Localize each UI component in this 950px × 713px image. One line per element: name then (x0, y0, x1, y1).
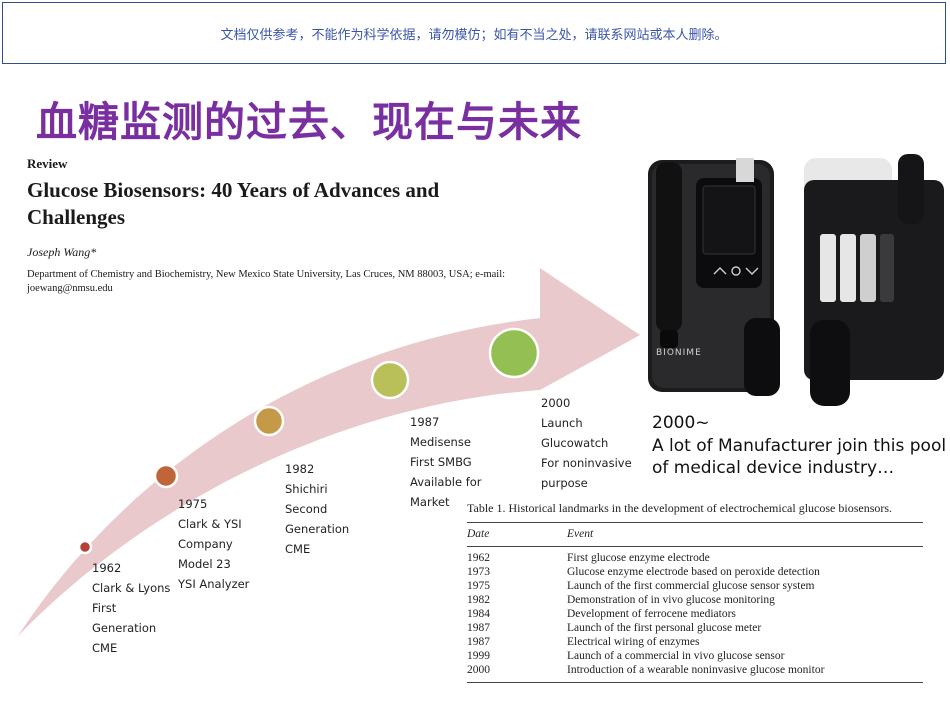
table-row: 1987 Launch of the first personal glucose… (467, 621, 923, 635)
row-event: Demonstration of in vivo glucose monitor… (567, 594, 775, 606)
device-brand: BIONIME (656, 348, 702, 358)
table-header: Date Event (467, 523, 923, 546)
row-date: 1987 (467, 636, 490, 648)
table-row: 1962 First glucose enzyme electrode (467, 551, 923, 565)
row-date: 1975 (467, 580, 490, 592)
disclaimer-text: 文档仅供参考，不能作为科学依据，请勿模仿；如有不当之处，请联系网站或本人删除。 (220, 27, 728, 43)
row-event: Launch of the first personal glucose met… (567, 622, 762, 634)
disclaimer-banner: 文档仅供参考，不能作为科学依据，请勿模仿；如有不当之处，请联系网站或本人删除。 (2, 2, 946, 64)
milestone-line: Second (285, 502, 328, 516)
milestone-line: CME (285, 542, 311, 556)
milestone-line: Generation (92, 621, 157, 635)
row-event: First glucose enzyme electrode (567, 552, 710, 564)
row-date: 1987 (467, 622, 490, 634)
table-caption: Table 1. Historical landmarks in the dev… (467, 501, 893, 515)
paper-affiliation: Department of Chemistry and Biochemistry… (27, 269, 506, 294)
milestone-line: purpose (541, 476, 588, 490)
milestone-year: 1982 (285, 462, 315, 476)
table-row: 1975 Launch of the first commercial gluco… (467, 579, 923, 593)
milestone-dot-1962 (77, 539, 93, 555)
milestone-line: Market (410, 495, 450, 509)
milestone-line: CME (92, 641, 118, 655)
slide-title: 血糖监测的过去、现在与未来 (36, 98, 582, 146)
row-event: Launch of the first commercial glucose s… (567, 580, 815, 592)
milestone-line: Shichiri (285, 482, 328, 496)
milestone-line: First SMBG (410, 455, 472, 469)
era-year: 2000~ (652, 413, 710, 433)
milestone-line: First (92, 601, 117, 615)
milestone-line: Generation (285, 522, 350, 536)
row-date: 1982 (467, 594, 490, 606)
row-event: Launch of a commercial in vivo glucose s… (567, 650, 785, 662)
milestone-line: Clark & YSI (178, 517, 242, 531)
milestone-line: Launch (541, 416, 583, 430)
milestone-line: Medisense (410, 435, 471, 449)
table-row: 1999 Launch of a commercial in vivo gluco… (467, 649, 923, 663)
row-event: Development of ferrocene mediators (567, 608, 736, 620)
milestone-line: For noninvasive (541, 456, 632, 470)
milestone-year: 2000 (541, 396, 571, 410)
row-date: 1999 (467, 650, 490, 662)
milestone-dot-1975 (153, 463, 179, 489)
milestone-year: 1987 (410, 415, 440, 429)
milestone-line: Available for (410, 475, 482, 489)
table-row: 2000 Introduction of a wearable noninvasi… (467, 663, 923, 677)
milestone-dot-2000 (488, 327, 540, 379)
landmarks-table: Table 1. Historical landmarks in the dev… (467, 501, 923, 683)
table-row: 1973 Glucose enzyme electrode based on pe… (467, 565, 923, 579)
paper-title: Glucose Biosensors: 40 Years of Advances… (27, 178, 440, 229)
milestone-line: Model 23 (178, 557, 231, 571)
era-note: 2000~ A lot of Manufacturer join this po… (652, 412, 947, 480)
row-date: 1984 (467, 608, 490, 620)
table-row: 1984 Development of ferrocene mediators (467, 607, 923, 621)
header-date: Date (467, 528, 490, 540)
milestone-line: Company (178, 537, 233, 551)
milestone-dots (77, 327, 540, 555)
row-date: 1962 (467, 552, 490, 564)
row-event: Glucose enzyme electrode based on peroxi… (567, 566, 820, 578)
table-row: 1987 Electrical wiring of enzymes (467, 635, 923, 649)
milestone-line: Glucowatch (541, 436, 609, 450)
row-event: Introduction of a wearable noninvasive g… (567, 664, 825, 676)
row-event: Electrical wiring of enzymes (567, 636, 700, 648)
milestone-year: 1962 (92, 561, 122, 575)
row-date: 1973 (467, 566, 490, 578)
milestone-line: YSI Analyzer (178, 577, 250, 591)
header-event: Event (567, 528, 594, 540)
era-description: A lot of Manufacturer join this pool of … (652, 435, 947, 479)
milestone-line: Clark & Lyons (92, 581, 171, 595)
milestone-dot-1987 (370, 360, 410, 400)
table-row: 1982 Demonstration of in vivo glucose mon… (467, 593, 923, 607)
row-date: 2000 (467, 664, 490, 676)
milestone-dot-1982 (253, 405, 285, 437)
paper-type-label: Review (27, 156, 68, 171)
paper-author: Joseph Wang* (27, 245, 97, 259)
glucose-meter-photo: BIONIME (644, 150, 944, 410)
paper-header: Review Glucose Biosensors: 40 Years of A… (27, 156, 547, 296)
milestone-year: 1975 (178, 497, 208, 511)
arrow-shape (18, 268, 640, 636)
